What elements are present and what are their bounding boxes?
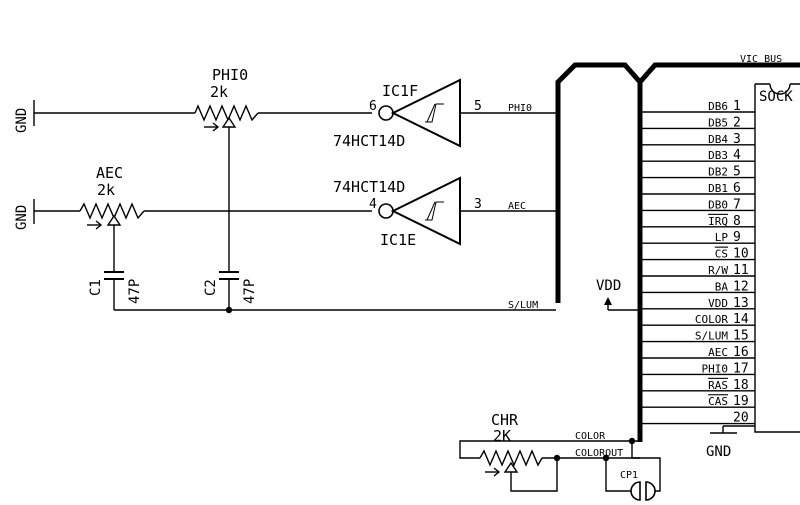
net-aec: AEC: [508, 201, 526, 212]
aec-pot-ref: AEC: [96, 164, 123, 182]
vdd-symbol: [604, 297, 640, 311]
socket-pin-name: AEC: [708, 346, 728, 359]
aec-pot-wiper: [87, 214, 122, 272]
phi0-pot-ref: PHI0: [212, 66, 248, 84]
gnd-label-pin20: GND: [706, 444, 731, 460]
phi0-pot-wiper: [204, 116, 237, 272]
ic1f-out-pin: 5: [474, 99, 482, 114]
socket-pin-name: BA: [715, 280, 729, 293]
socket-pin-number: 16: [733, 345, 749, 360]
ic1f-in-pin: 6: [369, 99, 377, 114]
vic-bus-label: VIC BUS: [740, 54, 782, 65]
socket-pin-name: CAS: [708, 395, 728, 408]
chr-pot-resistor: [479, 449, 543, 467]
socket-pin-number: 1: [733, 99, 741, 114]
vdd-label: VDD: [596, 278, 621, 294]
cp1-label: CP1: [620, 470, 638, 481]
socket-pin-number: 6: [733, 181, 741, 196]
net-slum: S/LUM: [508, 300, 538, 311]
socket-pin-number: 8: [733, 214, 741, 229]
socket-pin-number: 14: [733, 312, 749, 327]
c1-ref: C1: [88, 279, 104, 296]
socket-pin-number: 11: [733, 263, 749, 278]
ic1f-inverter: [378, 78, 556, 148]
chr-pot-value: 2K: [493, 427, 511, 445]
aec-pot-resistor: [79, 202, 145, 220]
socket-label: SOCK: [759, 89, 793, 105]
c2-value: 47P: [242, 279, 258, 304]
capacitor-c1: [104, 271, 124, 310]
net-phi0: PHI0: [508, 103, 532, 114]
gnd-label-phi0: GND: [14, 108, 30, 133]
socket-pin-number: 17: [733, 361, 749, 376]
ic1f-part: 74HCT14D: [333, 132, 405, 150]
socket-pin-number: 7: [733, 197, 741, 212]
socket-pin-name: DB2: [708, 166, 728, 179]
vic-bus-line: [555, 62, 800, 303]
socket-pin-name: PHI0: [702, 362, 729, 375]
chr-pot-wiper: [485, 458, 558, 492]
socket-pin-name: IRQ: [708, 215, 728, 228]
socket-pin-number: 9: [733, 230, 741, 245]
socket-pin-number: 20: [733, 411, 749, 426]
socket-pin-name: S/LUM: [695, 330, 728, 343]
aec-pot-value: 2k: [97, 181, 115, 199]
ic1f-ref: IC1F: [382, 82, 418, 100]
socket-pin-name: DB6: [708, 100, 728, 113]
phi0-pot-value: 2k: [210, 83, 228, 101]
socket-pin-number: 3: [733, 132, 741, 147]
gnd-label-aec: GND: [14, 205, 30, 230]
chr-loop-wire: [459, 440, 640, 459]
capacitor-c2: [219, 271, 239, 310]
socket-pin-number: 2: [733, 115, 741, 130]
ic1e-out-pin: 3: [474, 197, 482, 212]
ic1e-part: 74HCT14D: [333, 178, 405, 196]
gnd-aec: GND: [14, 199, 80, 230]
socket-pin-name: R/W: [708, 264, 728, 277]
socket-notch: [769, 83, 791, 95]
socket-pin-number: 15: [733, 329, 749, 344]
socket-pin-number: 10: [733, 247, 749, 262]
c1-value: 47P: [127, 279, 143, 304]
socket-pin-name: LP: [715, 231, 729, 244]
socket-pin-number: 5: [733, 165, 741, 180]
ic-socket-outline: [754, 83, 800, 433]
socket-pin-number: 19: [733, 394, 749, 409]
ic1e-ref: IC1E: [380, 231, 416, 249]
socket-pin-name: RAS: [708, 379, 728, 392]
gnd-pin20: [710, 425, 755, 434]
net-colorout: COLOROUT: [575, 448, 623, 459]
cp1-jumper: [605, 441, 661, 501]
net-color: COLOR: [575, 431, 606, 442]
socket-pin-name: DB3: [708, 149, 728, 162]
c2-ref: C2: [203, 279, 219, 296]
junction-dot: [225, 306, 233, 314]
socket-pin-number: 13: [733, 296, 749, 311]
socket-pin-number: 12: [733, 279, 749, 294]
socket-pin-name: COLOR: [695, 313, 728, 326]
socket-pin-name: DB0: [708, 198, 728, 211]
socket-pin-number: 4: [733, 148, 741, 163]
socket-pin-name: VDD: [708, 297, 728, 310]
ic1e-inverter: [378, 176, 556, 246]
gnd-phi0: GND: [14, 100, 195, 133]
chr-pot-ref: CHR: [491, 411, 519, 429]
socket-pin-name: CS: [715, 248, 728, 261]
socket-pin-name: DB5: [708, 116, 728, 129]
socket-pin-name: DB1: [708, 182, 728, 195]
phi0-pot-resistor: [194, 104, 259, 122]
socket-pin-name: DB4: [708, 133, 728, 146]
ic1e-in-pin: 4: [369, 197, 377, 212]
socket-pin-rows: 1 DB6 2 DB5 3 DB4 4 DB3 5 DB2 6 DB1 7 DB0 8 IRQ 9 LP 10 CS 1…: [642, 99, 755, 426]
socket-pin-number: 18: [733, 378, 749, 393]
